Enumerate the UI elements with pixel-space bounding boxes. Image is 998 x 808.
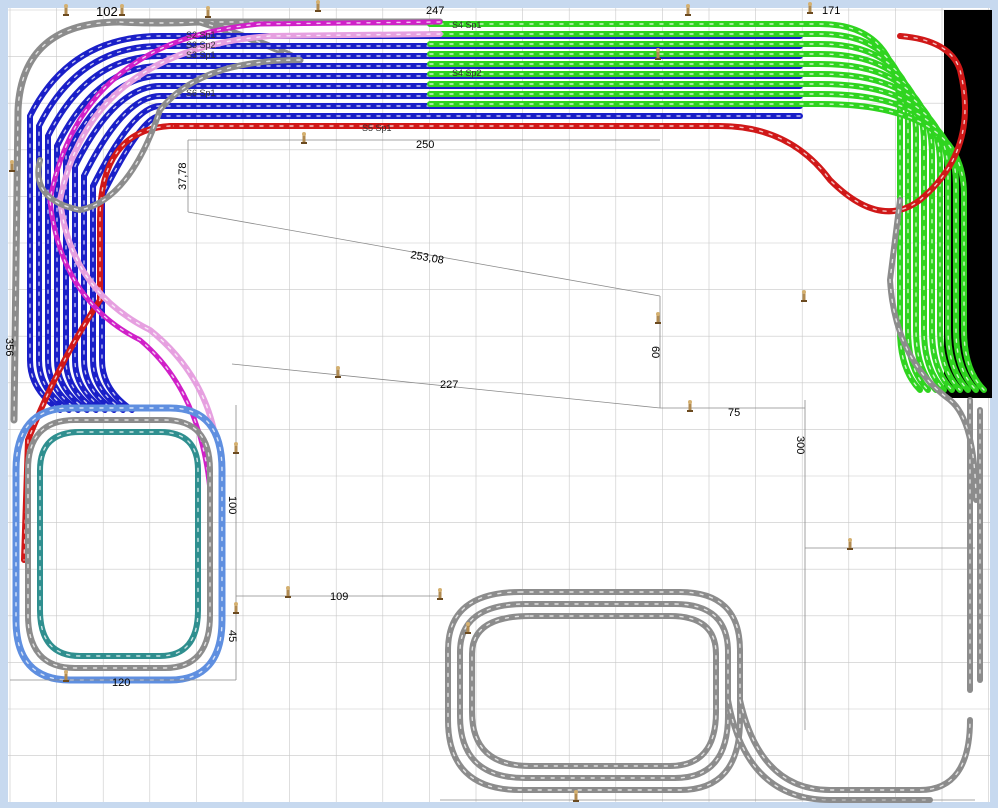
track-label-s2-sp1: S2 Sp1 [186,30,216,40]
track-green-8-ties [429,103,985,391]
dim-45: 45 [226,630,238,642]
dim-37-78: 37,78 [177,162,189,190]
track-sensor-icon [335,366,341,378]
track-magenta-ties [49,21,441,491]
track-blue-3-ties [56,65,801,411]
track-right-oval-outer-ties [447,591,741,791]
track-blue-7-ties [92,105,801,411]
track-sensor-icon [233,442,239,454]
dim-60: 60 [649,346,661,358]
track-blue-2-ties [47,55,801,411]
track-sensor-icon [233,602,239,614]
track-sensor-icon [285,586,291,598]
dim-250: 250 [416,139,434,151]
track-left-oval-mid-ties [27,419,211,669]
track-green-4-ties [429,63,953,391]
track-sensor-icon [465,622,471,634]
track-sensor-icon [655,312,661,324]
track-right-return-2 [725,697,933,803]
track-sensor-icon [119,4,125,16]
track-green-0-ties [429,23,921,391]
dim-102: 102 [96,4,118,19]
track-outer-grey-left-ties [13,21,201,421]
track-right-return-1 [737,697,973,793]
track-sensor-icon [205,6,211,18]
track-right-oval-mid [457,601,731,781]
dim-253-08: 253,08 [409,249,444,267]
storage-block [944,10,992,398]
track-green-5-ties [429,73,961,391]
track-sensor-icon [301,132,307,144]
track-sensor-icon [655,48,661,60]
track-label-s3-sp1: S3 Sp1 [186,50,216,60]
track-blue-4-ties [65,75,801,411]
track-sensor-icon [801,290,807,302]
track-label-s4-sp1: S4 Sp1 [452,20,482,30]
dim-100: 100 [226,496,238,514]
track-blue-0-ties [29,35,801,411]
track-right-oval-inner-ties [471,615,717,767]
track-sensor-icon [573,790,579,802]
dim-247: 247 [426,5,444,17]
track-sensor-icon [63,670,69,682]
track-right-grey-curve-ties [889,199,977,501]
tracks [10,18,987,803]
track-sensor-icon [847,538,853,550]
track-sensor-icon [807,2,813,14]
track-top-switch-ties [119,21,301,61]
track-label-s6-sp1: S6 Sp1 [186,88,216,98]
track-green-6-ties [429,83,969,391]
track-label-s4-sp2: S4 Sp2 [452,68,482,78]
track-grey-inner-curve-ties [37,59,301,211]
dim-75: 75 [728,407,740,419]
dim-109: 109 [330,591,348,603]
track-sensor-icon [63,4,69,16]
track-pink-ties [59,33,441,431]
track-blue-5-ties [74,85,801,411]
dim-227: 227 [440,379,458,391]
sensors [9,0,853,802]
track-sensor-icon [9,160,15,172]
dim-300: 300 [794,436,806,454]
dim-120: 120 [112,677,130,689]
track-red-top-ties [169,35,966,212]
dimension-lines [10,139,975,801]
track-label-s3-sp2: S3 Sp2 [186,40,216,50]
track-sensor-icon [685,4,691,16]
track-sensor-icon [437,588,443,600]
dim-356: 356 [3,338,15,356]
dim-171: 171 [822,5,840,17]
track-sensor-icon [687,400,693,412]
track-label-s5-sp1: S5 Sp1 [362,123,392,133]
track-left-oval-inner-ties [39,431,199,657]
track-red-left-ties [23,125,171,561]
track-blue-6 [81,93,803,413]
track-sensor-icon [315,0,321,12]
